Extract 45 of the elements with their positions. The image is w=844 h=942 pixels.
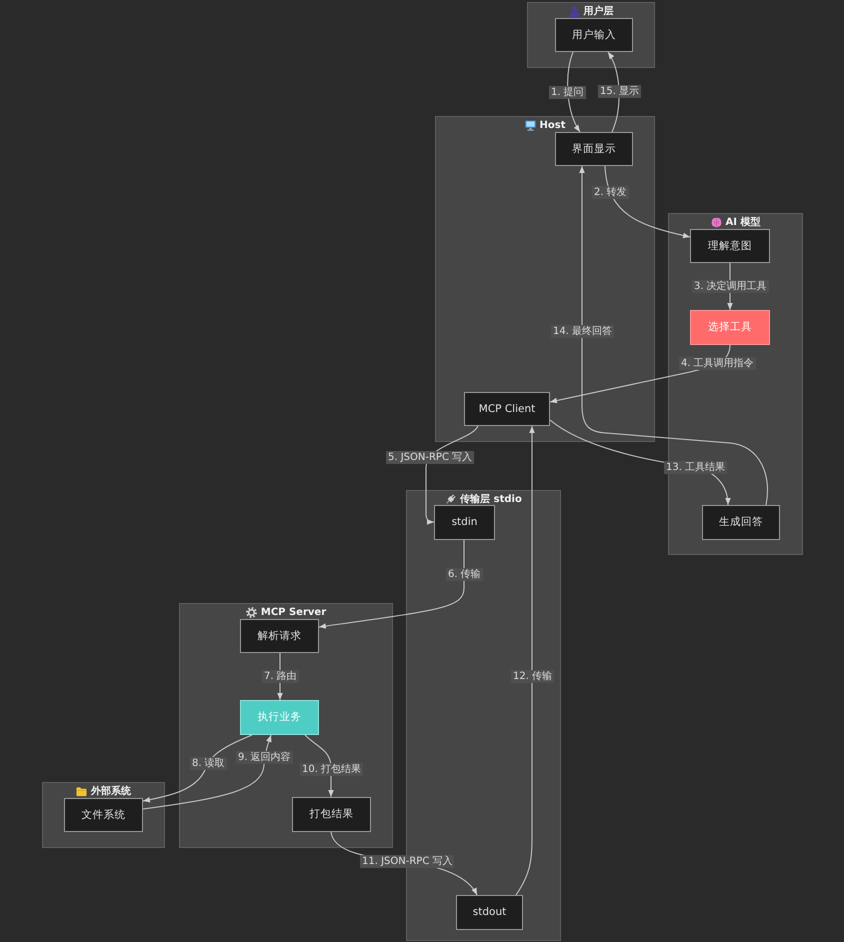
process-box: 用户输入 bbox=[555, 18, 633, 52]
edge-label: 5. JSON-RPC 写入 bbox=[386, 451, 474, 464]
group-panel bbox=[435, 116, 655, 442]
arrow bbox=[142, 734, 252, 802]
arrow bbox=[516, 426, 535, 896]
process-box: 打包结果 bbox=[292, 797, 371, 832]
arrow bbox=[604, 166, 690, 238]
group-title: MCP Server bbox=[260, 606, 326, 618]
edge-label: 15. 显示 bbox=[598, 85, 642, 98]
arrow bbox=[318, 540, 464, 629]
group-title: AI 模型 bbox=[726, 216, 760, 228]
edge-label: 12. 传输 bbox=[511, 670, 554, 683]
edge-label: 6. 传输 bbox=[446, 568, 483, 581]
arrow bbox=[142, 734, 272, 810]
process-box: 选择工具 bbox=[690, 310, 770, 345]
edge-label: 13. 工具结果 bbox=[664, 461, 728, 474]
process-box: 文件系统 bbox=[64, 798, 143, 832]
group-title: 传输层 stdio bbox=[460, 492, 522, 506]
edge-label: 11. JSON-RPC 写入 bbox=[360, 855, 454, 868]
process-box: 执行业务 bbox=[240, 700, 319, 735]
edge-label: 14. 最终回答 bbox=[551, 325, 614, 338]
process-box: 解析请求 bbox=[240, 619, 319, 653]
edge-label: 3. 决定调用工具 bbox=[692, 280, 769, 293]
arrow bbox=[426, 426, 478, 525]
group-panel bbox=[668, 213, 803, 555]
process-box: stdout bbox=[456, 895, 523, 930]
group-title: 外部系统 bbox=[91, 784, 131, 798]
process-box: 理解意图 bbox=[690, 229, 770, 263]
edge-label: 2. 转发 bbox=[592, 186, 629, 199]
group-panel bbox=[179, 603, 393, 848]
edge-label: 10. 打包结果 bbox=[300, 763, 364, 776]
process-box: MCP Client bbox=[464, 392, 550, 426]
process-box: 生成回答 bbox=[702, 505, 780, 540]
edge-label: 8. 读取 bbox=[190, 757, 227, 770]
process-box: 界面显示 bbox=[555, 132, 633, 166]
group-title: 用户层 bbox=[584, 4, 614, 18]
group-panel bbox=[527, 2, 655, 68]
process-box: stdin bbox=[434, 505, 495, 540]
group-panel bbox=[42, 782, 165, 848]
edge-label: 1. 提问 bbox=[549, 86, 586, 99]
group-title: Host bbox=[540, 118, 566, 132]
arrow bbox=[579, 166, 768, 506]
edge-label: 7. 路由 bbox=[262, 670, 299, 683]
edge-label: 4. 工具调用指令 bbox=[679, 357, 756, 370]
edge-label: 9. 返回内容 bbox=[236, 751, 293, 764]
